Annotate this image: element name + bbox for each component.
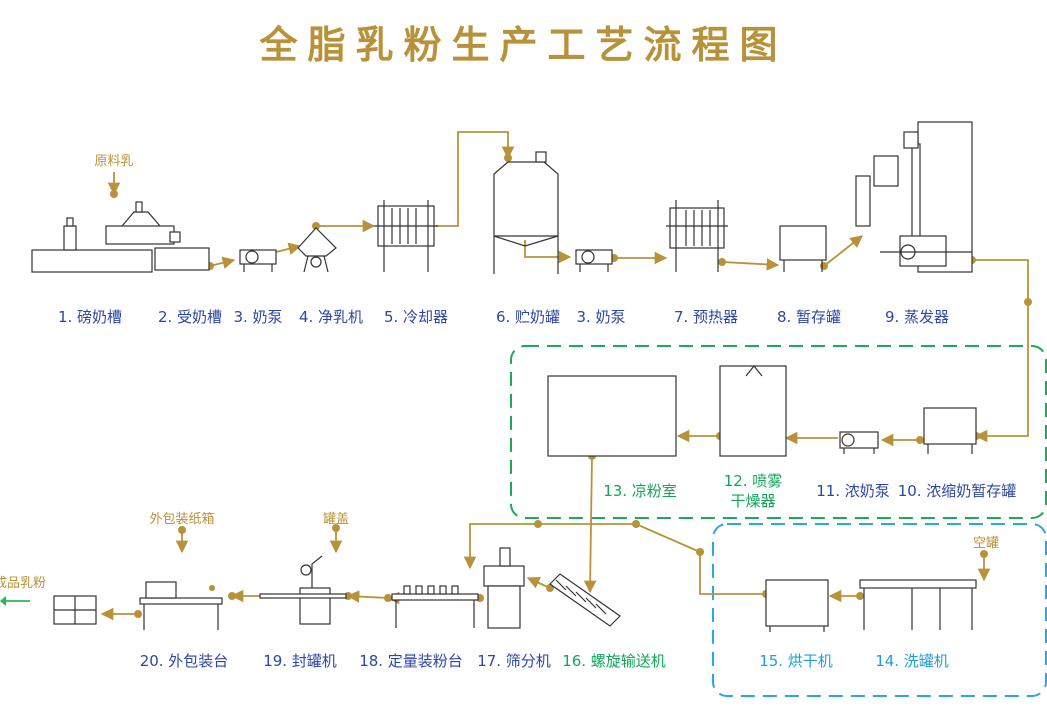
flow-16-17 bbox=[526, 576, 551, 589]
storage-tank bbox=[493, 151, 559, 274]
milk-separator bbox=[297, 227, 337, 273]
step-label-9: 9. 蒸发器 bbox=[884, 308, 950, 326]
junction-dot bbox=[110, 190, 118, 198]
step-label-8: 8. 暂存罐 bbox=[776, 308, 842, 326]
preheater bbox=[666, 200, 728, 272]
concentrate-pump bbox=[839, 431, 879, 454]
zone-drying bbox=[510, 345, 1047, 519]
flow-7-8 bbox=[721, 258, 780, 271]
can-washer bbox=[859, 579, 977, 630]
step-label-3a: 3. 奶泵 bbox=[233, 308, 283, 326]
junction-dot bbox=[916, 436, 924, 444]
evaporator bbox=[855, 121, 973, 273]
step-label-13: 13. 凉粉室 bbox=[603, 482, 677, 500]
step-label-10: 10. 浓缩奶暂存罐 bbox=[897, 482, 1017, 500]
junction-dot bbox=[504, 154, 512, 162]
filling-table bbox=[391, 585, 479, 628]
step-label-16: 16. 螺旋输送机 bbox=[562, 652, 666, 670]
milk-pump-1 bbox=[239, 249, 277, 272]
step-label-15: 15. 烘干机 bbox=[759, 652, 833, 670]
input-raw-milk-label: 原料乳 bbox=[94, 154, 134, 169]
powder-cooling-room bbox=[547, 375, 677, 457]
flow-5-6 bbox=[436, 131, 515, 227]
step-label-7: 7. 预热器 bbox=[673, 308, 739, 326]
spray-dryer bbox=[719, 365, 787, 457]
junction-dot bbox=[980, 550, 988, 558]
concentrate-tank bbox=[923, 407, 977, 454]
junction-dot bbox=[332, 524, 340, 532]
step-label-4: 4. 净乳机 bbox=[298, 308, 364, 326]
flow-2-3 bbox=[209, 256, 236, 269]
junction-dot bbox=[696, 548, 704, 556]
junction-dot bbox=[856, 592, 864, 600]
receiving-tank bbox=[105, 201, 210, 271]
milk-pump-2 bbox=[575, 249, 613, 272]
step-label-12a: 12. 喷雾 bbox=[723, 472, 783, 490]
junction-dot bbox=[312, 222, 320, 230]
flow-9-10 bbox=[972, 259, 1029, 443]
flow-8-9 bbox=[823, 235, 863, 267]
can-dryer bbox=[765, 579, 829, 632]
plate-cooler bbox=[374, 200, 438, 272]
step-label-11: 11. 浓奶泵 bbox=[816, 482, 890, 500]
input-empty-can-label: 空罐 bbox=[972, 536, 1000, 551]
junction-dot bbox=[718, 258, 726, 266]
output-product-label: 成品乳粉 bbox=[0, 576, 47, 591]
screw-conveyor bbox=[549, 573, 621, 627]
step-label-17: 17. 筛分机 bbox=[477, 652, 551, 670]
zone-can-prep bbox=[712, 523, 1047, 697]
flow-6-3 bbox=[524, 240, 572, 264]
junction-dot bbox=[178, 526, 186, 534]
step-label-14: 14. 洗罐机 bbox=[875, 652, 949, 670]
junction-dot bbox=[209, 585, 215, 591]
step-label-5: 5. 冷却器 bbox=[383, 308, 449, 326]
junction-dot bbox=[1024, 298, 1032, 306]
product-output-arrow bbox=[0, 596, 6, 606]
junction-dot bbox=[384, 594, 392, 602]
flow-18-19 bbox=[346, 590, 389, 603]
junction-dot bbox=[134, 610, 142, 618]
packing-table bbox=[139, 581, 223, 630]
junction-dot bbox=[228, 592, 236, 600]
junction-dot bbox=[632, 520, 640, 528]
diagram-title: 全脂乳粉生产工艺流程图 bbox=[259, 22, 788, 67]
step-label-20: 20. 外包装台 bbox=[139, 652, 229, 670]
product-boxes bbox=[53, 595, 97, 625]
step-label-19: 19. 封罐机 bbox=[263, 652, 337, 670]
can-sealer bbox=[259, 555, 347, 625]
junction-dot bbox=[820, 262, 828, 270]
input-lid-label: 罐盖 bbox=[322, 512, 350, 527]
holding-tank bbox=[779, 225, 827, 272]
flow-15-17 bbox=[463, 523, 766, 595]
weighing-tank bbox=[31, 217, 153, 273]
step-label-3b: 3. 奶泵 bbox=[576, 308, 626, 326]
input-carton-label: 外包装纸箱 bbox=[149, 512, 215, 527]
step-label-1: 1. 磅奶槽 bbox=[57, 308, 123, 326]
flow-3-4 bbox=[275, 242, 302, 255]
sifter bbox=[483, 547, 525, 629]
step-label-18: 18. 定量装粉台 bbox=[359, 652, 463, 670]
step-label-12b: 干燥器 bbox=[730, 492, 776, 510]
junction-dot bbox=[534, 520, 542, 528]
step-label-2: 2. 受奶槽 bbox=[157, 308, 223, 326]
step-label-6: 6. 贮奶罐 bbox=[495, 308, 561, 326]
